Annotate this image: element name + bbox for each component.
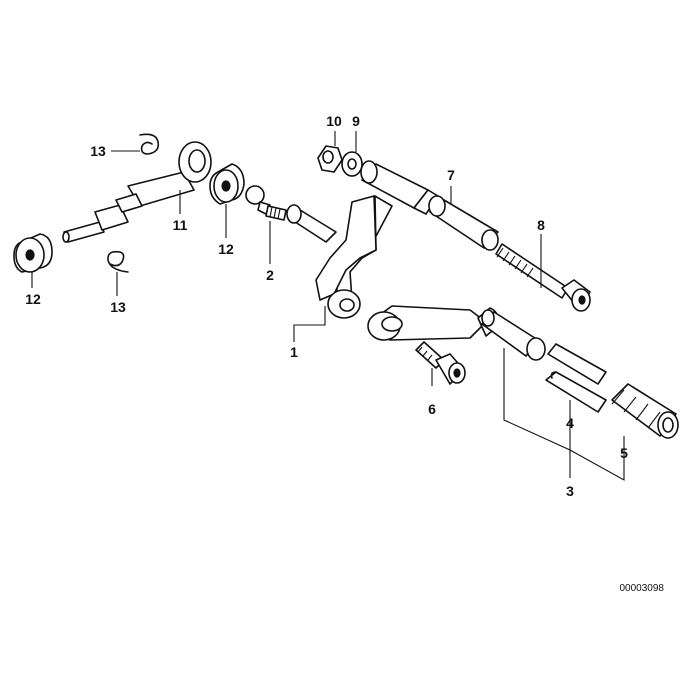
callout-6: 6 <box>428 401 436 417</box>
callout-1: 1 <box>290 344 298 360</box>
callout-12-upper: 12 <box>218 241 234 257</box>
part-13-clip-upper <box>139 133 160 155</box>
callout-8: 8 <box>537 217 545 233</box>
part-6-short-bolt <box>415 341 466 385</box>
part-2-ball-stud <box>245 185 287 221</box>
callout-13-upper: 13 <box>90 143 106 159</box>
callout-3: 3 <box>566 483 574 499</box>
part-7-spacer-tube <box>428 195 499 251</box>
part-1-main-lever <box>286 160 500 341</box>
part-8-long-bolt <box>495 243 591 312</box>
part-12-bushing-upper <box>209 163 245 205</box>
callout-4: 4 <box>566 415 574 431</box>
part-12-bushing-left <box>13 233 53 273</box>
callouts: 13 11 12 12 13 2 1 10 9 7 8 6 4 5 3 <box>25 113 628 499</box>
part-5-grip <box>611 383 679 439</box>
diagram-id: 00003098 <box>620 583 665 594</box>
leader-lines <box>31 131 625 481</box>
callout-12-left: 12 <box>25 291 41 307</box>
callout-5: 5 <box>620 445 628 461</box>
part-13-clip-lower <box>107 250 129 273</box>
callout-10: 10 <box>326 113 342 129</box>
part-10-nut <box>317 145 343 173</box>
part-3-shaft <box>481 309 546 361</box>
part-9-washer <box>341 151 363 177</box>
callout-11: 11 <box>173 217 188 233</box>
callout-13-lower: 13 <box>110 299 126 315</box>
part-11-ball-rod <box>62 141 212 243</box>
callout-7: 7 <box>447 167 455 183</box>
callout-2: 2 <box>266 267 274 283</box>
callout-9: 9 <box>352 113 360 129</box>
part-4-clip-sleeve <box>545 343 607 413</box>
